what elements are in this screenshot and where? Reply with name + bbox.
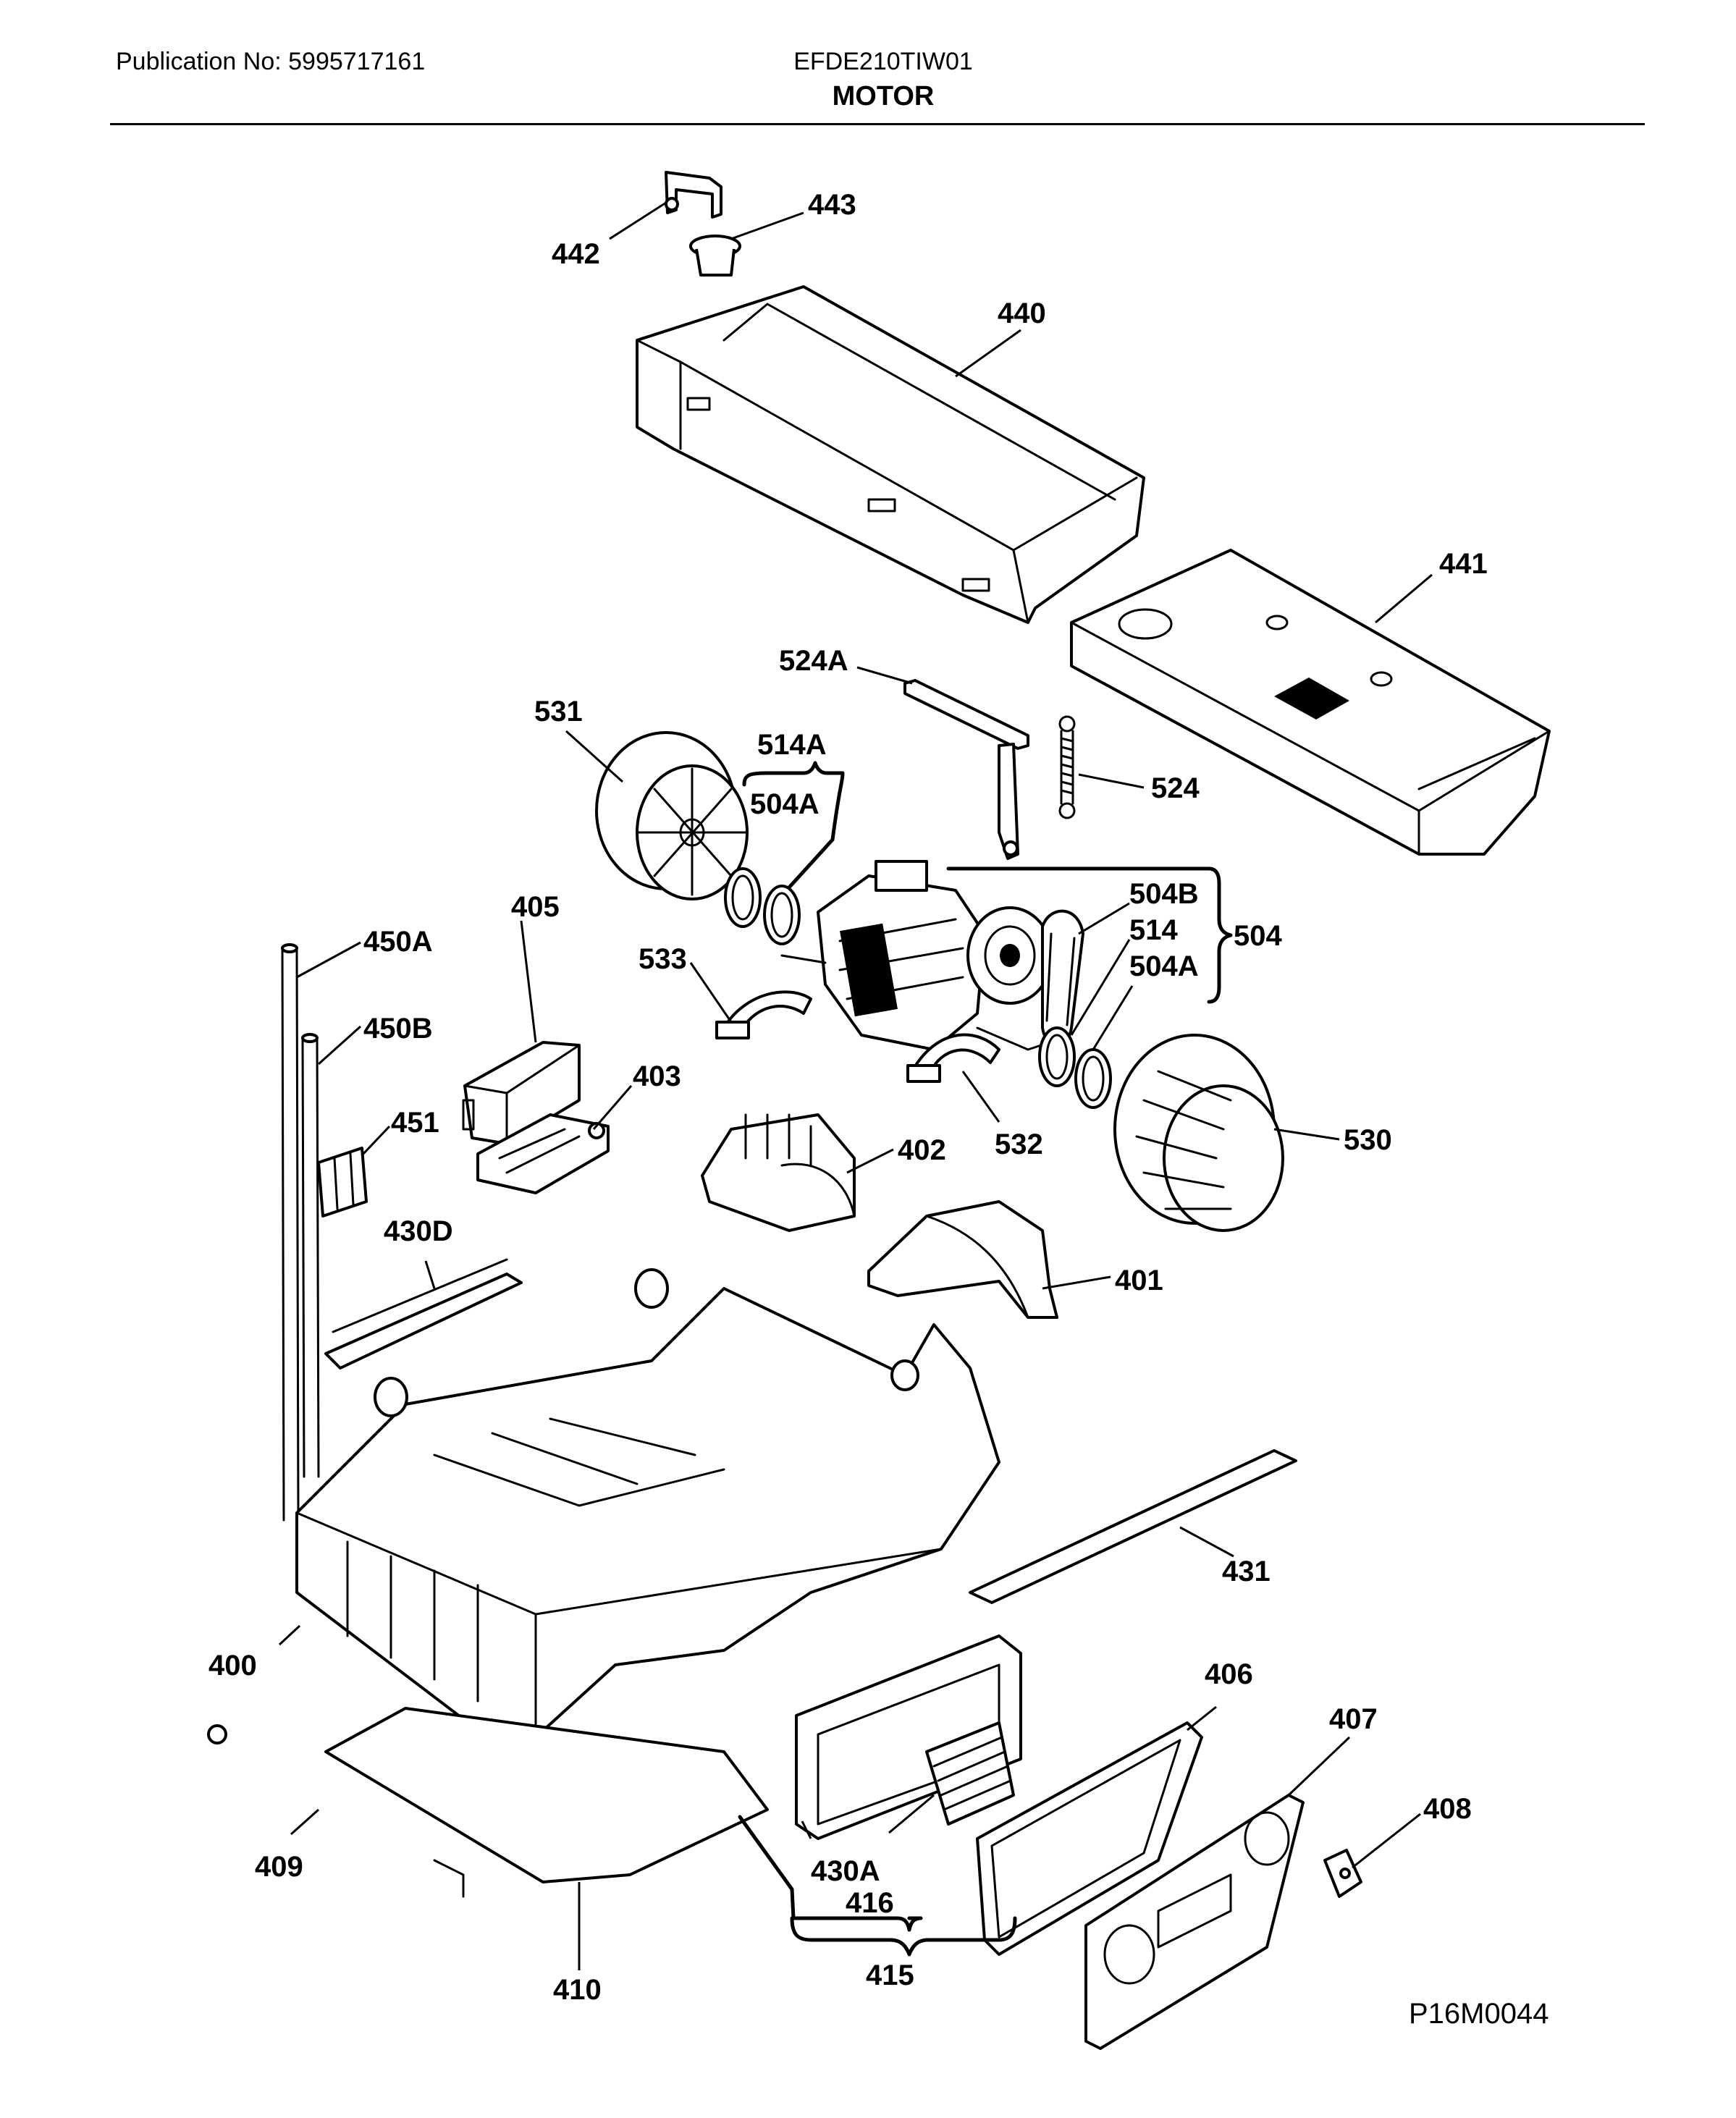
label-530: 530 (1344, 1124, 1392, 1156)
label-430D: 430D (384, 1215, 453, 1247)
part-441-drawing (1070, 549, 1551, 856)
part-440-drawing (636, 285, 1145, 624)
part-514A-seals-drawing (724, 867, 801, 945)
label-504A-top: 504A (750, 788, 819, 820)
label-401: 401 (1115, 1265, 1163, 1296)
motor-assembly-drawing (780, 860, 1053, 1051)
part-504B-drawing (1041, 909, 1084, 1046)
part-416-drawing (925, 1721, 1015, 1826)
label-405: 405 (511, 891, 560, 923)
leader-lines (278, 201, 1433, 1970)
label-533: 533 (639, 943, 687, 975)
label-442: 442 (552, 238, 600, 270)
part-431-drawing (969, 1449, 1297, 1604)
label-443: 443 (808, 189, 856, 221)
part-442-drawing (665, 171, 722, 219)
label-408: 408 (1423, 1793, 1472, 1825)
part-530-drawing (1113, 1034, 1284, 1232)
publication-number: Publication No: 5995717161 (116, 48, 426, 75)
label-451: 451 (391, 1107, 439, 1139)
label-504: 504 (1234, 920, 1282, 952)
label-532: 532 (995, 1128, 1043, 1160)
label-504B: 504B (1129, 878, 1199, 910)
label-415: 415 (866, 1959, 914, 1991)
label-431: 431 (1222, 1556, 1271, 1587)
part-450A-drawing (281, 943, 300, 1522)
part-451-drawing (317, 1147, 368, 1218)
part-532-drawing (906, 1033, 1000, 1083)
label-402: 402 (898, 1134, 946, 1166)
label-504A-right: 504A (1129, 950, 1199, 982)
part-430D-drawing (324, 1258, 523, 1370)
label-416: 416 (846, 1887, 894, 1919)
part-labels: 442 443 440 441 524A 531 514A 504A 524 5… (208, 189, 1488, 2006)
label-514A: 514A (757, 729, 827, 761)
label-406: 406 (1205, 1658, 1253, 1690)
part-408-drawing (1323, 1849, 1362, 1898)
part-533-drawing (715, 990, 812, 1039)
label-403: 403 (633, 1060, 681, 1092)
part-514-seals-drawing (1038, 1026, 1112, 1109)
label-524: 524 (1151, 772, 1200, 804)
part-410-drawing (324, 1707, 769, 1883)
header-divider (110, 123, 1645, 125)
part-402-drawing (701, 1113, 856, 1232)
label-450B: 450B (363, 1013, 433, 1045)
part-450B-drawing (301, 1033, 320, 1478)
part-524A-drawing (903, 679, 1029, 860)
brace-415 (738, 1815, 1017, 1957)
brace-514A (742, 761, 845, 890)
part-400-drawing (295, 1268, 1000, 1739)
part-405-drawing (462, 1041, 581, 1145)
label-430A: 430A (811, 1855, 880, 1887)
label-407: 407 (1329, 1703, 1378, 1735)
label-409: 409 (255, 1851, 303, 1883)
part-409-drawing (207, 1724, 465, 1898)
label-400: 400 (208, 1650, 257, 1682)
page-title: MOTOR (832, 81, 935, 111)
part-531-drawing (595, 731, 749, 900)
label-410: 410 (553, 1974, 602, 2006)
label-531: 531 (534, 696, 583, 727)
model-number: EFDE210TIW01 (793, 48, 973, 75)
part-401-drawing (867, 1200, 1058, 1319)
label-514: 514 (1129, 914, 1178, 946)
part-524-drawing (1058, 715, 1076, 819)
part-443-drawing (689, 235, 741, 277)
label-450A: 450A (363, 926, 433, 958)
label-524A: 524A (779, 645, 848, 677)
label-440: 440 (998, 298, 1046, 329)
label-441: 441 (1439, 548, 1488, 580)
brace-504 (946, 866, 1233, 1004)
part-403-drawing (476, 1113, 610, 1194)
drawing-number: P16M0044 (1409, 1998, 1549, 2030)
